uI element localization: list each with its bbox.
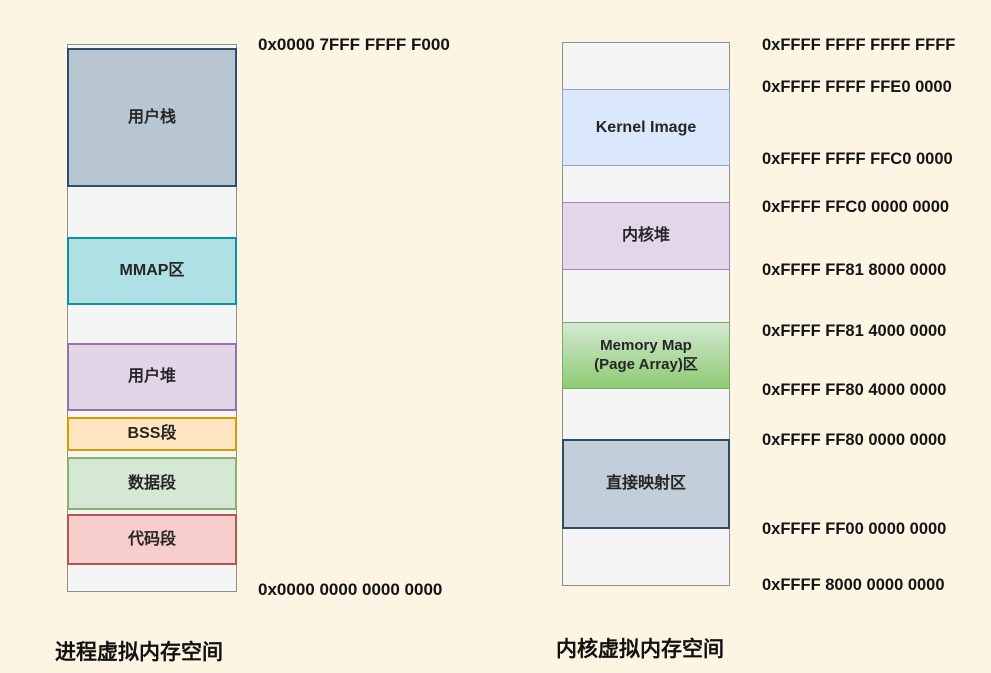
- address-user-top: 0x0000 7FFF FFFF F000: [258, 35, 450, 54]
- segment-kernel-image: Kernel Image: [562, 89, 730, 166]
- address-kernel-1: 0xFFFF FFFF FFE0 0000: [762, 78, 952, 96]
- segment-kernel-image-label: Kernel Image: [595, 118, 697, 136]
- segment-direct-map: 直接映射区: [562, 439, 730, 529]
- address-kernel-6: 0xFFFF FF80 4000 0000: [762, 381, 947, 399]
- address-kernel-2: 0xFFFF FFFF FFC0 0000: [762, 150, 953, 168]
- segment-memory-map-label-line1: Memory Map: [600, 336, 692, 354]
- segment-user-heap: 用户堆: [67, 343, 237, 411]
- segment-bss: BSS段: [67, 417, 237, 451]
- segment-user-stack: 用户栈: [67, 48, 237, 187]
- segment-code-label: 代码段: [127, 530, 176, 548]
- segment-direct-map-label: 直接映射区: [605, 475, 686, 492]
- segment-kernel-heap: 内核堆: [562, 202, 730, 270]
- segment-memory-map-label-line2: (Page Array)区: [594, 355, 698, 373]
- caption-process-space: 进程虚拟内存空间: [55, 641, 223, 664]
- address-kernel-5: 0xFFFF FF81 4000 0000: [762, 322, 947, 340]
- address-kernel-8: 0xFFFF FF00 0000 0000: [762, 520, 947, 538]
- segment-memory-map: Memory Map (Page Array)区: [562, 322, 730, 389]
- address-kernel-0: 0xFFFF FFFF FFFF FFFF: [762, 36, 956, 54]
- address-user-bottom: 0x0000 0000 0000 0000: [258, 580, 443, 599]
- address-kernel-7: 0xFFFF FF80 0000 0000: [762, 431, 947, 449]
- address-kernel-3: 0xFFFF FFC0 0000 0000: [762, 198, 950, 216]
- segment-kernel-heap-label: 内核堆: [621, 227, 670, 244]
- segment-user-stack-label: 用户栈: [127, 108, 176, 126]
- address-kernel-9: 0xFFFF 8000 0000 0000: [762, 576, 945, 594]
- segment-data-label: 数据段: [127, 474, 176, 492]
- segment-data: 数据段: [67, 457, 237, 510]
- segment-mmap: MMAP区: [67, 237, 237, 305]
- caption-kernel-space: 内核虚拟内存空间: [556, 638, 724, 661]
- segment-code: 代码段: [67, 514, 237, 565]
- segment-mmap-label: MMAP区: [119, 262, 185, 279]
- segment-bss-label: BSS段: [127, 425, 177, 442]
- address-kernel-4: 0xFFFF FF81 8000 0000: [762, 261, 947, 279]
- segment-user-heap-label: 用户堆: [127, 368, 176, 385]
